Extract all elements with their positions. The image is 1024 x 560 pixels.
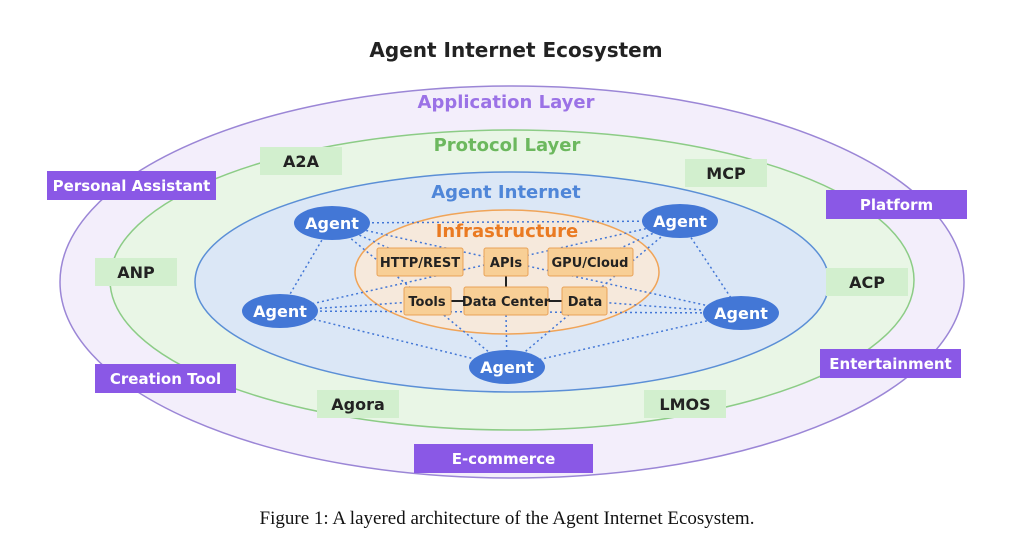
agent-node: Agent [642,204,718,238]
app-box-label: Personal Assistant [53,177,211,195]
mesh-edge [331,220,681,224]
mesh-edge [505,313,508,368]
app-box-label: E-commerce [452,450,556,468]
protocol-box-bg [260,147,342,175]
agent-node: Agent [703,296,779,330]
agent-internet-label: Agent Internet [431,182,581,203]
infra-box-label: HTTP/REST [380,256,460,271]
agent-node-label: Agent [253,302,307,321]
app-box-label: Creation Tool [110,370,221,388]
agent-node-label: Agent [305,214,359,233]
infra-box-label: GPU/Cloud [552,256,629,271]
agent-node-shape [469,350,545,384]
app-box-bg [826,190,967,219]
protocol-box-mcp: MCP [685,159,767,187]
protocol-box-label: ANP [117,263,155,282]
mesh-edge [279,310,508,368]
app-box-entertainment: Entertainment [820,349,961,378]
app-box-bg [95,364,236,393]
agent-node: Agent [294,206,370,240]
app-box-platform: Platform [826,190,967,219]
protocol-box-bg [685,159,767,187]
protocol-box-bg [317,390,399,418]
app-box-personal-assistant: Personal Assistant [47,171,216,200]
mesh-edge [506,312,742,368]
infra-box-bg [403,286,452,316]
protocol-box-label: ACP [849,273,885,292]
figure-caption: Figure 1: A layered architecture of the … [260,508,755,529]
protocol-box-a2a: A2A [260,147,342,175]
agent-node-label: Agent [714,304,768,323]
infra-box-bg [376,247,464,277]
app-box-e-commerce: E-commerce [414,444,593,473]
application-layer-label: Application Layer [418,92,595,113]
application-boxes: Personal Assistant Platform Creation Too… [47,171,967,473]
agent-node-shape [703,296,779,330]
agent-node: Agent [469,350,545,384]
infra-box-data-center: Data Center [462,286,551,316]
infra-box-bg [547,247,634,277]
infra-box-bg [463,286,549,316]
app-box-label: Entertainment [829,355,951,373]
app-box-label: Platform [860,196,933,214]
agent-node-label: Agent [480,358,534,377]
protocol-box-label: Agora [331,395,385,414]
diagram-title: Agent Internet Ecosystem [369,38,662,62]
protocol-box-bg [95,258,177,286]
infrastructure-label: Infrastructure [436,221,579,242]
protocol-box-label: LMOS [659,395,710,414]
mesh-edge [279,220,681,312]
agent-node-shape [294,206,370,240]
infra-box-label: Data Center [462,295,551,310]
protocol-box-agora: Agora [317,390,399,418]
infra-box-apis: APIs [483,247,529,277]
infra-box-label: APIs [490,256,522,271]
protocol-boxes: A2A MCP ANP ACP Agora LMOS [95,147,908,418]
protocol-box-bg [826,268,908,296]
protocol-box-label: MCP [706,164,746,183]
agent-node-label: Agent [653,212,707,231]
app-box-bg [47,171,216,200]
infra-box-bg [561,286,608,316]
infra-box-label: Data [568,295,603,310]
infrastructure-items: HTTP/REST APIs GPU/Cloud Tools Data Cent… [376,247,634,316]
infra-box-data: Data [561,286,608,316]
agent-node-shape [242,294,318,328]
infra-box-http-rest: HTTP/REST [376,247,464,277]
protocol-box-anp: ANP [95,258,177,286]
protocol-layer-label: Protocol Layer [434,135,581,156]
protocol-box-bg [644,390,726,418]
app-box-bg [414,444,593,473]
app-box-creation-tool: Creation Tool [95,364,236,393]
infra-connectors [451,276,562,302]
infra-box-label: Tools [408,295,445,310]
protocol-box-lmos: LMOS [644,390,726,418]
agent-node-shape [642,204,718,238]
protocol-box-acp: ACP [826,268,908,296]
infra-box-tools: Tools [403,286,452,316]
agent-node: Agent [242,294,318,328]
agent-nodes: Agent Agent Agent Agent Agent [242,204,779,384]
infra-box-bg [483,247,529,277]
app-box-bg [820,349,961,378]
protocol-box-label: A2A [283,152,320,171]
infra-box-gpu-cloud: GPU/Cloud [547,247,634,277]
